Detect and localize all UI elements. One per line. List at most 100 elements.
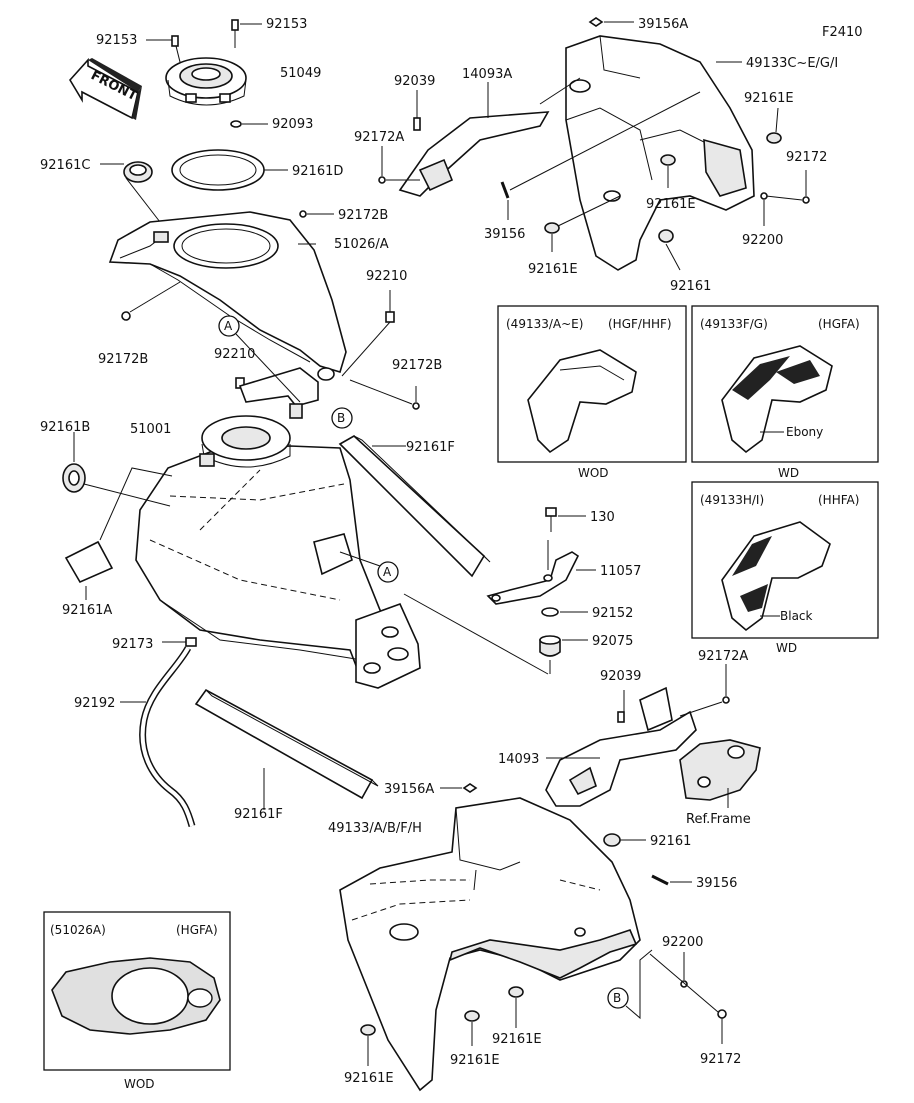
screw-92039-top: [413, 90, 421, 131]
bolt-130: [545, 507, 586, 532]
label-92210-a: 92210: [366, 269, 407, 284]
label-92075: 92075: [592, 634, 633, 649]
grommet-92161E-a: [766, 107, 782, 144]
grommet-92161C: [100, 161, 161, 223]
grommet-92161E-b: [660, 154, 676, 188]
grommet-92161E-c: [544, 195, 621, 252]
washer-92200-bottom: [680, 952, 688, 988]
fuel-cap-51049: [165, 57, 247, 106]
grommet-92161-top: [658, 229, 681, 271]
bracket-b: [238, 367, 319, 419]
svg-text:(51026A): (51026A): [50, 923, 106, 937]
label-92173: 92173: [112, 637, 153, 652]
svg-text:Ebony: Ebony: [786, 425, 823, 439]
clip-39156-bottom: [651, 874, 692, 886]
inset-tank-cover: (51026A) (HGFA) WOD: [43, 911, 231, 1091]
pad-92161A: [64, 467, 173, 600]
label-49133C-EGI: 49133C~E/G/I: [746, 56, 838, 71]
cowling-49133-lower: [339, 797, 641, 1092]
svg-text:(HGFA): (HGFA): [176, 923, 218, 937]
svg-text:(49133F/G): (49133F/G): [700, 317, 768, 331]
label-14093A: 14093A: [462, 67, 512, 82]
grommet-92161-bottom: [603, 833, 646, 847]
clip-39156A-bottom: [440, 783, 478, 793]
svg-text:WD: WD: [776, 641, 797, 655]
label-92161F-a: 92161F: [406, 440, 455, 455]
svg-text:WD: WD: [778, 466, 799, 480]
screw-92172A-bottom: [679, 664, 730, 717]
label-51026A: 51026/A: [334, 237, 389, 252]
frame-ref: [679, 739, 761, 808]
label-92161A: 92161A: [62, 603, 112, 618]
svg-text:WOD: WOD: [124, 1077, 155, 1091]
label-92161-top: 92161: [670, 279, 711, 294]
svg-text:(HHFA): (HHFA): [818, 493, 859, 507]
bracket-14093: [545, 686, 697, 807]
grommet-92161E-d: [508, 986, 524, 1028]
callout-a-lower: A: [339, 551, 399, 583]
grommet-92161B: [62, 432, 171, 507]
label-92161B: 92161B: [40, 420, 90, 435]
label-ref-frame: Ref.Frame: [686, 812, 751, 827]
pad-92161F-lower: [194, 688, 379, 810]
label-92152: 92152: [592, 606, 633, 621]
label-92039-bottom: 92039: [600, 669, 641, 684]
label-92172B-c: 92172B: [392, 358, 442, 373]
screw-92172-top: [765, 170, 810, 204]
label-51049: 51049: [280, 66, 321, 81]
svg-text:(49133H/I): (49133H/I): [700, 493, 764, 507]
svg-text:A: A: [224, 319, 233, 333]
washer-92152: [541, 607, 588, 617]
label-51001: 51001: [130, 422, 171, 437]
damper-92075: [539, 635, 588, 674]
svg-text:Black: Black: [780, 609, 813, 623]
label-92172B-b: 92172B: [98, 352, 148, 367]
label-92153-top: 92153: [266, 17, 307, 32]
label-92161D: 92161D: [292, 164, 343, 179]
grommet-92161E-f: [360, 1024, 376, 1066]
label-92210-b: 92210: [214, 347, 255, 362]
label-92161C: 92161C: [40, 158, 90, 173]
callout-b-upper: B: [331, 407, 353, 429]
screw-92172A-top: [378, 146, 420, 184]
svg-text:(HGF/HHF): (HGF/HHF): [608, 317, 672, 331]
screw-92172B-b: [121, 281, 181, 321]
front-arrow: FRONT: [69, 57, 142, 120]
screw-92172-bottom: [649, 953, 727, 1044]
label-92172-top: 92172: [786, 150, 827, 165]
screw-92153-top: [231, 19, 262, 48]
washer-92200-top: [760, 192, 768, 226]
figure-code: F2410: [822, 25, 863, 40]
label-92161E-c: 92161E: [528, 262, 578, 277]
clip-39156A-top: [588, 17, 634, 27]
inset-hgfa-ebony: (49133F/G) (HGFA) Ebony WD: [691, 305, 879, 480]
bracket-11057: [486, 540, 596, 605]
hose-92192: [120, 646, 196, 827]
label-92172A-top: 92172A: [354, 130, 404, 145]
callout-b-lower: B: [607, 949, 653, 1020]
label-92161E-b: 92161E: [646, 197, 696, 212]
label-39156A-bottom: 39156A: [384, 782, 434, 797]
label-92161E-e: 92161E: [450, 1053, 500, 1068]
label-92161E-a: 92161E: [744, 91, 794, 106]
svg-text:B: B: [337, 411, 345, 425]
clip-92210-a: [341, 290, 395, 377]
label-92200-bottom: 92200: [662, 935, 703, 950]
pad-92161F-upper: [338, 435, 491, 578]
label-39156-top: 39156: [484, 227, 525, 242]
screw-92172B-a: [299, 210, 334, 218]
cowling-49133-upper: [565, 35, 755, 271]
label-92172-bottom: 92172: [700, 1052, 741, 1067]
screw-92172B-c: [349, 379, 420, 410]
label-92192: 92192: [74, 696, 115, 711]
svg-text:WOD: WOD: [578, 466, 609, 480]
svg-text:(49133/A~E): (49133/A~E): [506, 317, 583, 331]
label-92161-bottom: 92161: [650, 834, 691, 849]
label-92172B-a: 92172B: [338, 208, 388, 223]
inset-hhfa-black: (49133H/I) (HHFA) Black WD: [691, 481, 879, 655]
label-39156A-top: 39156A: [638, 17, 688, 32]
label-49133ABFH: 49133/A/B/F/H: [328, 821, 422, 836]
label-92093: 92093: [272, 117, 313, 132]
washer-92093: [230, 120, 268, 128]
